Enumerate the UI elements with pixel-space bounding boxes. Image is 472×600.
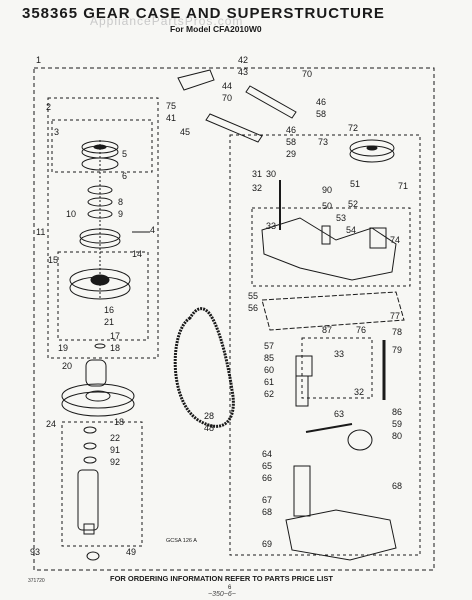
callout-31: 31 xyxy=(252,169,263,179)
callout-73: 73 xyxy=(318,137,329,147)
callout-62: 62 xyxy=(264,389,275,399)
callout-30: 30 xyxy=(266,169,277,179)
callout-15: 15 xyxy=(48,255,59,265)
callout-71: 71 xyxy=(398,181,409,191)
callout-51: 51 xyxy=(350,179,361,189)
callout-19: 19 xyxy=(58,343,69,353)
callout-22: 22 xyxy=(110,433,121,443)
callout-65: 65 xyxy=(262,461,273,471)
callout-11: 11 xyxy=(36,227,46,237)
callout-90: 90 xyxy=(322,185,333,195)
callout-5: 5 xyxy=(122,149,128,159)
callout-21: 21 xyxy=(104,317,115,327)
callout-45: 45 xyxy=(180,127,191,137)
callout-24: 24 xyxy=(46,419,57,429)
callout-76: 76 xyxy=(356,325,367,335)
callout-60: 60 xyxy=(264,365,275,375)
page-subtitle: For Model CFA2010W0 xyxy=(170,24,262,34)
callout-61: 61 xyxy=(264,377,275,387)
reference-code: 371720 xyxy=(28,578,45,584)
callout-48: 48 xyxy=(204,423,215,433)
callout-44: 44 xyxy=(222,81,233,91)
callout-78: 78 xyxy=(392,327,403,337)
page-number: 6 xyxy=(228,585,232,591)
watermark: AppliancePartsPros.com xyxy=(90,14,244,28)
callout-87: 87 xyxy=(322,325,333,335)
callout-79: 79 xyxy=(392,345,403,355)
callout-4: 4 xyxy=(150,225,156,235)
callout-55: 55 xyxy=(248,291,259,301)
callout-18-upper: 18 xyxy=(110,343,121,353)
callout-46-top: 46 xyxy=(316,97,327,107)
callout-68-left: 68 xyxy=(262,507,273,517)
callout-10: 10 xyxy=(66,209,77,219)
callout-59: 59 xyxy=(392,419,403,429)
callout-43: 43 xyxy=(238,67,249,77)
callout-49: 49 xyxy=(126,547,137,557)
callout-20: 20 xyxy=(62,361,73,371)
callout-3: 3 xyxy=(54,127,60,137)
callout-46-bottom: 46 xyxy=(286,125,297,135)
callout-86: 86 xyxy=(392,407,403,417)
callout-74: 74 xyxy=(390,235,401,245)
callout-57: 57 xyxy=(264,341,275,351)
callout-53: 53 xyxy=(336,213,347,223)
callout-92: 92 xyxy=(110,457,121,467)
callout-41: 41 xyxy=(166,113,177,123)
callout-72: 72 xyxy=(348,123,359,133)
callout-69: 69 xyxy=(262,539,273,549)
callout-9: 9 xyxy=(118,209,124,219)
callout-63: 63 xyxy=(334,409,345,419)
callout-70-top: 70 xyxy=(302,69,313,79)
callout-75: 75 xyxy=(166,101,177,111)
callout-93: 93 xyxy=(30,547,41,557)
callout-91: 91 xyxy=(110,445,121,455)
callout-32-mid: 32 xyxy=(354,387,365,397)
callout-32-top: 32 xyxy=(252,183,263,193)
handwritten-note: ~350~6~ xyxy=(208,591,236,598)
callout-52: 52 xyxy=(348,199,359,209)
callout-66: 66 xyxy=(262,473,273,483)
outer-frame xyxy=(33,67,435,571)
callout-70-mid: 70 xyxy=(222,93,233,103)
callout-28: 28 xyxy=(204,411,215,421)
callout-8: 8 xyxy=(118,197,124,207)
callout-2: 2 xyxy=(46,102,52,112)
callout-17: 17 xyxy=(110,331,121,341)
callout-58-bottom: 58 xyxy=(286,137,297,147)
callout-85: 85 xyxy=(264,353,275,363)
callout-6: 6 xyxy=(122,171,128,181)
callout-14: 14 xyxy=(132,249,143,259)
diagram-code: GCSA 126 A xyxy=(166,538,197,544)
callout-18-lower: 18 xyxy=(114,417,125,427)
callout-42: 42 xyxy=(238,55,249,65)
callout-33-mid: 33 xyxy=(334,349,345,359)
callout-50: 50 xyxy=(322,201,333,211)
callout-64: 64 xyxy=(262,449,273,459)
callout-80: 80 xyxy=(392,431,403,441)
callout-54: 54 xyxy=(346,225,357,235)
callout-1: 1 xyxy=(36,55,42,65)
ordering-note: FOR ORDERING INFORMATION REFER TO PARTS … xyxy=(110,574,333,583)
callout-16: 16 xyxy=(104,305,115,315)
page-title: 358365 GEAR CASE AND SUPERSTRUCTURE xyxy=(22,5,385,22)
callout-33-top: 33 xyxy=(266,221,277,231)
callout-56: 56 xyxy=(248,303,259,313)
callout-77: 77 xyxy=(390,311,401,321)
callout-68-right: 68 xyxy=(392,481,403,491)
callout-58-top: 58 xyxy=(316,109,327,119)
callout-67: 67 xyxy=(262,495,273,505)
callout-29: 29 xyxy=(286,149,297,159)
